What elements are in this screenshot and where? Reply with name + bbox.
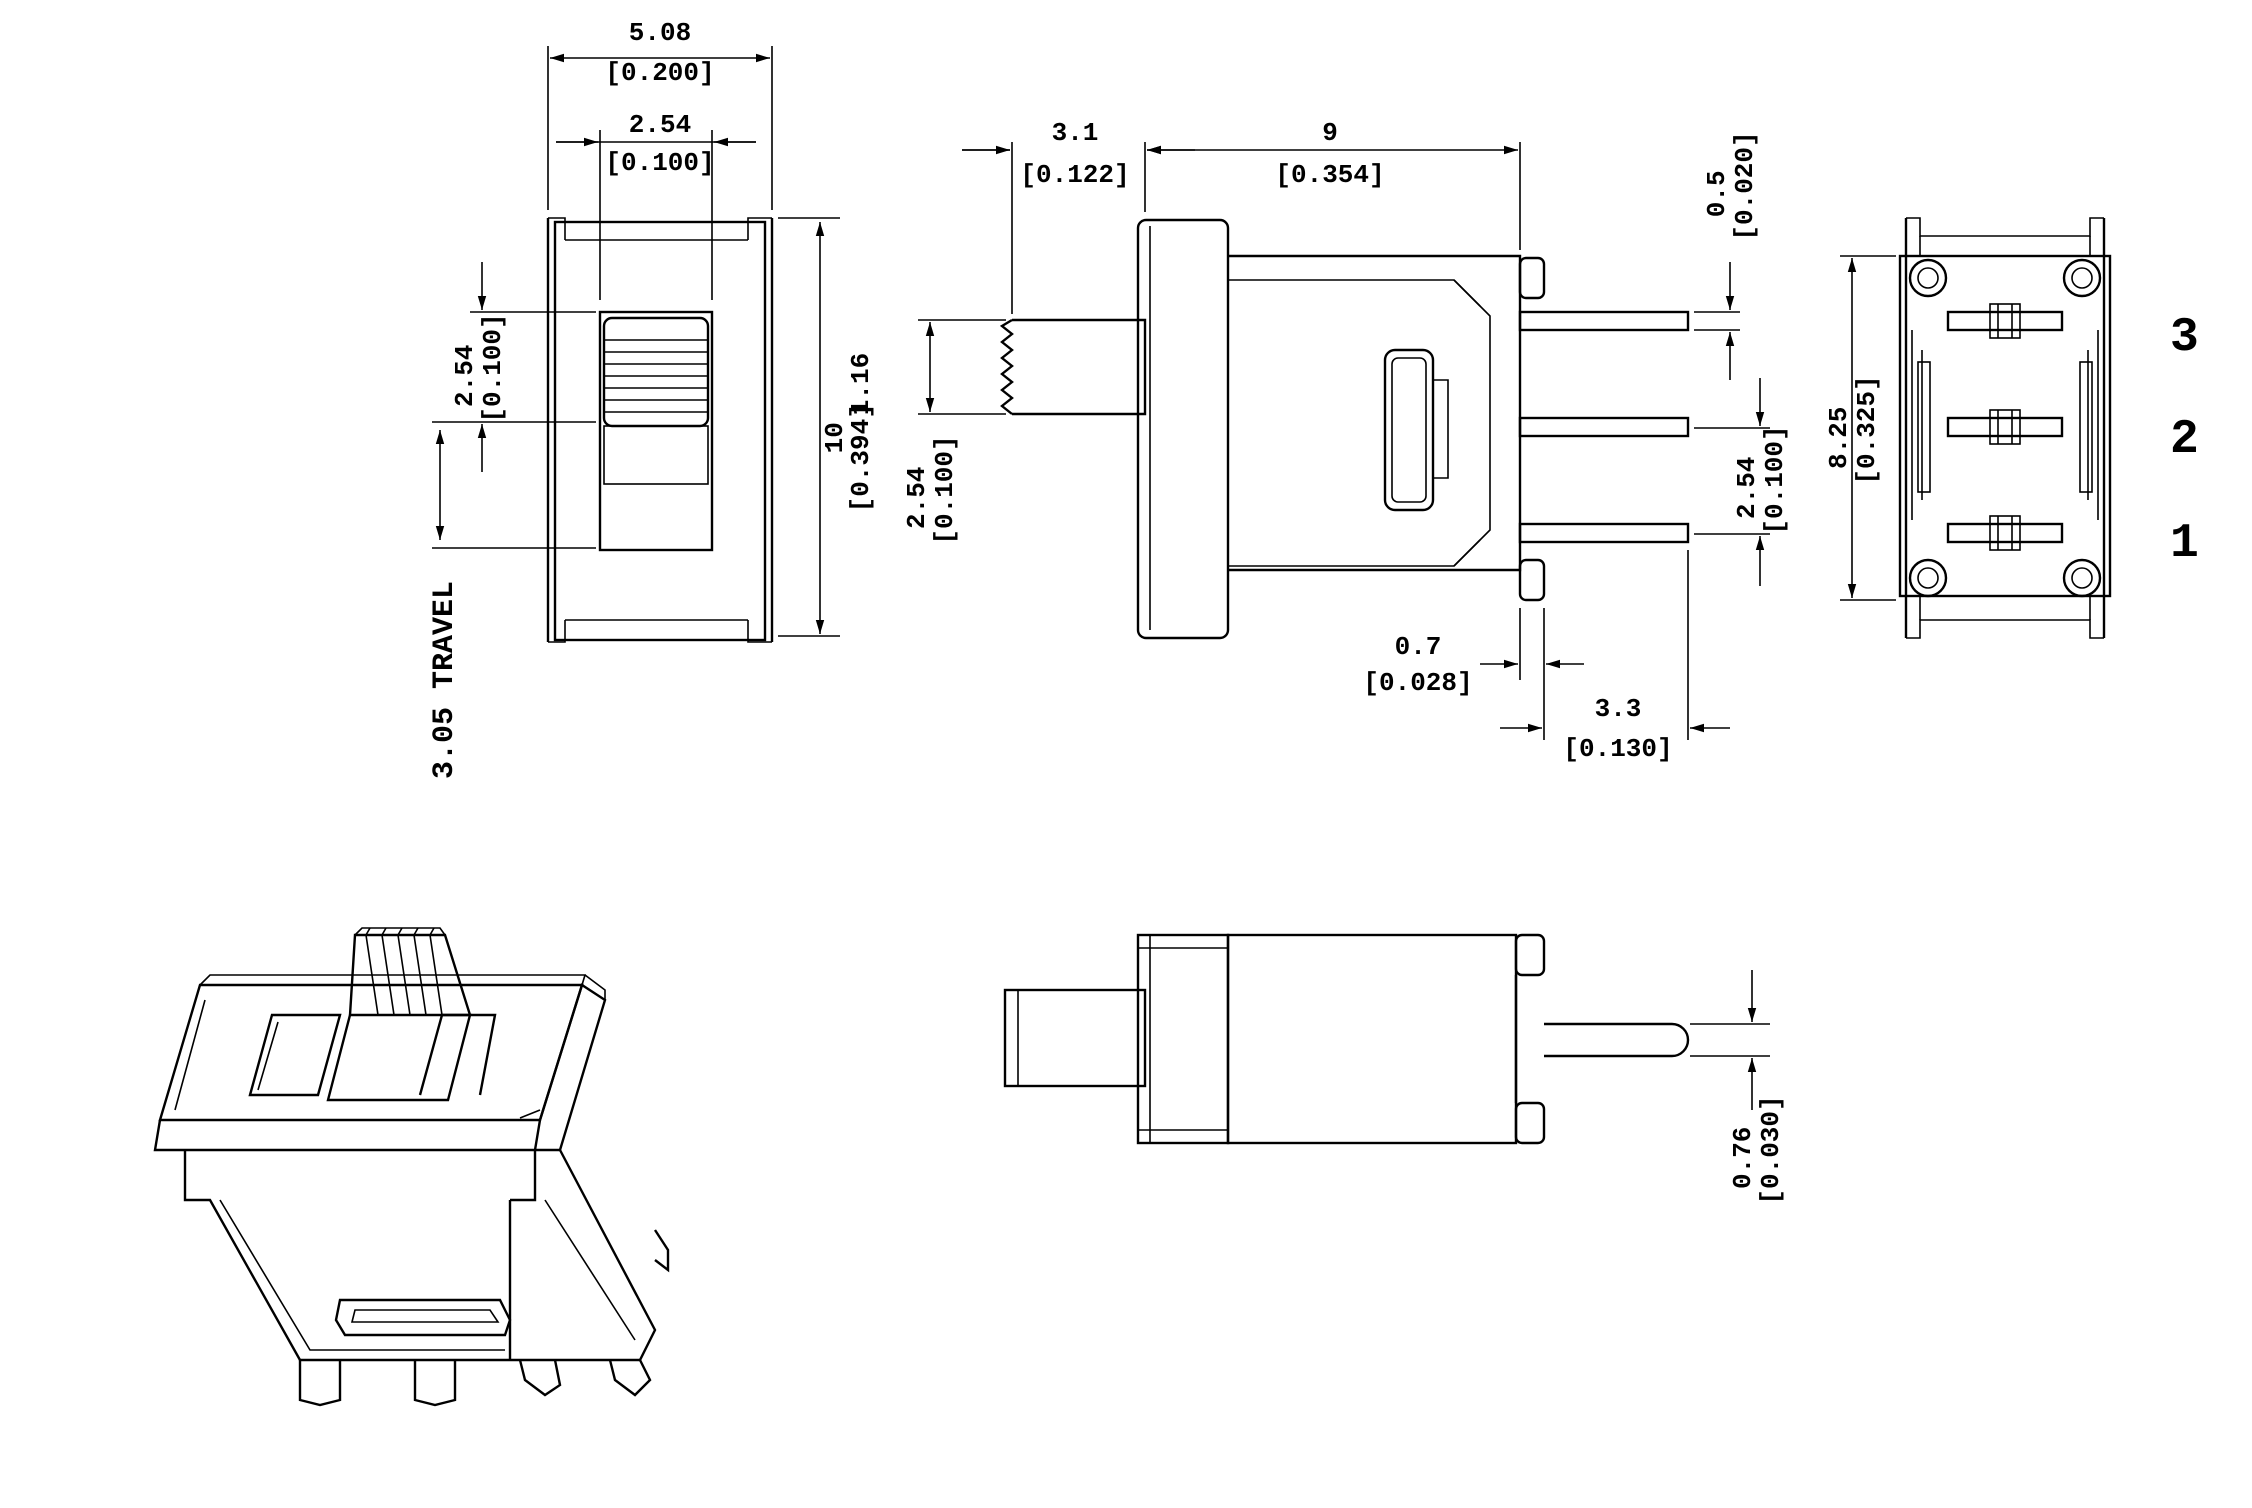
- isometric-view: [153, 927, 670, 1407]
- dim-knob-height: 2.54 [0.100]: [450, 313, 508, 422]
- dim-side-pin-length-mm: 3.3: [1595, 694, 1642, 724]
- dim-side-standoff-in: [0.028]: [1363, 668, 1472, 698]
- dim-side-body-length-in: [0.354]: [1275, 160, 1384, 190]
- dim-top-width-in: [0.200]: [605, 58, 714, 88]
- dim-side-pin-length-in: [0.130]: [1563, 734, 1672, 764]
- top-view: 5.08 [0.200] 2.54 [0.100] 2.54 [0.100] 3…: [428, 18, 876, 779]
- dim-top-height: 10 [0.394] 1.16: [820, 353, 876, 513]
- pin-number-2: 2: [2170, 413, 2199, 467]
- dim-travel: 3.05 TRAVEL: [428, 581, 462, 779]
- end-view: 8.25 [0.325] 3 2 1: [1824, 217, 2199, 639]
- dim-knob-width-mm: 2.54: [629, 110, 691, 140]
- dim-side-body-length-mm: 9: [1322, 118, 1338, 148]
- pin-number-1: 1: [2170, 517, 2199, 571]
- dim-bottom-pin-width: 0.76 [0.030]: [1728, 1095, 1786, 1204]
- dim-side-standoff-mm: 0.7: [1395, 632, 1442, 662]
- dim-knob-width-in: [0.100]: [605, 148, 714, 178]
- bottom-view: 0.76 [0.030]: [1003, 933, 1786, 1205]
- dim-side-pin-pitch: 2.54 [0.100]: [1732, 425, 1790, 534]
- dim-top-width-mm: 5.08: [629, 18, 691, 48]
- dim-side-actuator-ext-mm: 3.1: [1052, 118, 1099, 148]
- pin-number-3: 3: [2170, 311, 2199, 365]
- dim-end-height: 8.25 [0.325]: [1824, 375, 1882, 484]
- dim-side-pin-thickness: 0.5 [0.020]: [1702, 131, 1760, 240]
- dim-side-actuator-ext-in: [0.122]: [1020, 160, 1129, 190]
- side-view: 3.1 [0.122] 9 [0.354] 2.54 [0.100] 0.5 […: [902, 118, 1790, 764]
- dim-side-actuator-height: 2.54 [0.100]: [902, 435, 960, 544]
